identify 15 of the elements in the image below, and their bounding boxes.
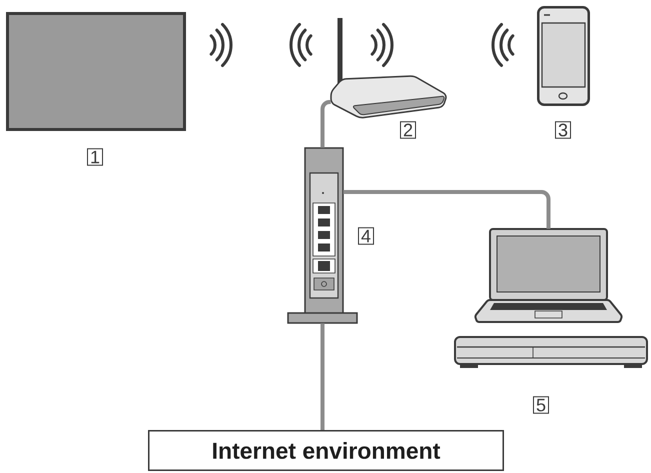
cable (343, 190, 550, 229)
callout-number: 4 (358, 227, 374, 245)
callout-number: 2 (400, 121, 416, 139)
phone-picture (537, 6, 590, 106)
player-picture (454, 336, 648, 368)
cable (320, 323, 324, 430)
label-box: Internet environment (148, 430, 504, 471)
tv-screen (6, 12, 186, 131)
callout-number: 5 (533, 396, 549, 414)
callout-number: 1 (87, 148, 104, 166)
router-picture (330, 18, 447, 118)
hub-picture (287, 147, 358, 324)
cable (320, 100, 332, 148)
callout-number: 3 (555, 121, 571, 139)
laptop-picture (474, 228, 623, 323)
